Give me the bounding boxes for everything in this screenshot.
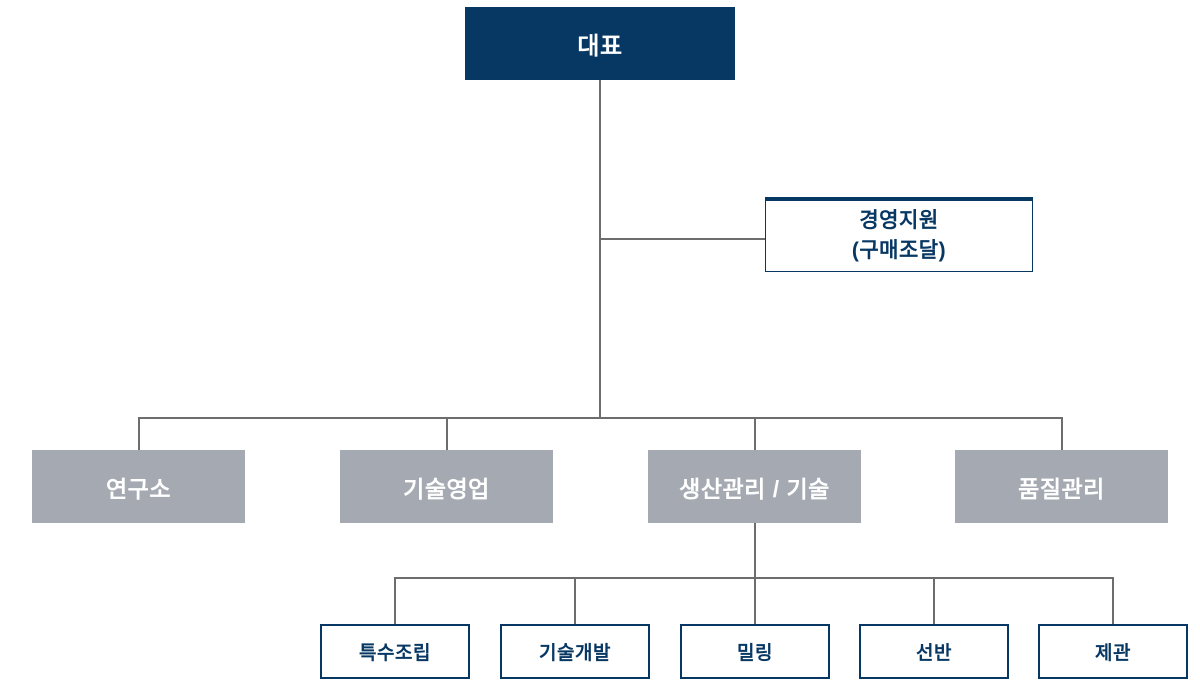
connector-team-stub-2 (574, 577, 576, 624)
org-node-technical-sales-label: 기술영업 (403, 475, 490, 502)
connector-dept-stub-4 (1061, 417, 1063, 451)
org-node-plate-fabrication: 제관 (1038, 624, 1188, 679)
org-node-production-management: 생산관리 / 기술 (648, 450, 861, 523)
org-node-tech-development-label: 기술개발 (539, 643, 611, 664)
connector-departments-horizontal (138, 417, 1062, 419)
org-node-ceo: 대표 (465, 7, 735, 80)
connector-team-stub-1 (394, 577, 396, 624)
org-node-research-institute-label: 연구소 (106, 475, 171, 502)
org-node-management-support-label-line2: (구매조달) (851, 239, 947, 262)
org-node-management-support: 경영지원 (구매조달) (765, 197, 1033, 272)
org-node-lathe-label: 선반 (916, 643, 952, 664)
connector-team-stub-5 (1112, 577, 1114, 624)
org-node-special-assembly-label: 특수조립 (359, 643, 431, 664)
connector-staff-branch (600, 238, 765, 240)
org-node-research-institute: 연구소 (32, 450, 245, 523)
connector-dept-stub-3 (754, 417, 756, 451)
org-node-milling: 밀링 (680, 624, 830, 679)
connector-team-stub-4 (933, 577, 935, 624)
connector-dept-stub-1 (138, 417, 140, 451)
connector-root-vertical (599, 80, 601, 418)
connector-dept-stub-2 (446, 417, 448, 451)
org-node-milling-label: 밀링 (737, 643, 773, 664)
connector-team-stub-3 (754, 577, 756, 624)
org-node-plate-fabrication-label: 제관 (1095, 643, 1131, 664)
org-node-ceo-label: 대표 (577, 33, 623, 60)
org-node-quality-control: 품질관리 (955, 450, 1168, 523)
connector-production-vertical (754, 523, 756, 577)
org-node-production-management-label: 생산관리 / 기술 (679, 475, 830, 502)
org-node-quality-control-label: 품질관리 (1018, 475, 1105, 502)
org-node-tech-development: 기술개발 (500, 624, 650, 679)
org-node-technical-sales: 기술영업 (340, 450, 553, 523)
org-node-lathe: 선반 (859, 624, 1009, 679)
org-node-special-assembly: 특수조립 (320, 624, 470, 679)
org-node-management-support-label-line1: 경영지원 (859, 208, 939, 232)
